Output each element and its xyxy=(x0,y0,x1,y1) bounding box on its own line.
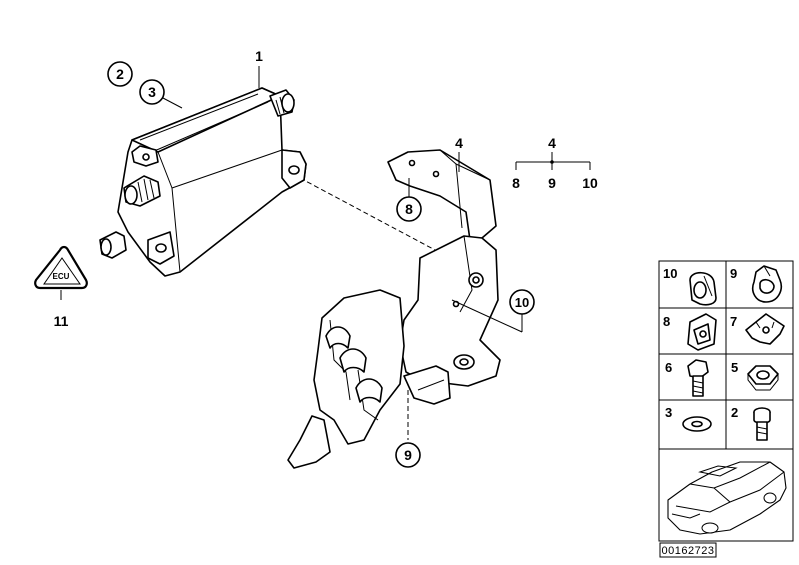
grid-cell-6: 6 xyxy=(665,359,709,397)
group-key-parent: 4 xyxy=(548,135,556,151)
control-unit-module xyxy=(99,87,451,277)
callout-10-circle xyxy=(509,289,535,315)
group-key-child-2: 9 xyxy=(548,175,556,191)
grid-cell-number: 9 xyxy=(730,266,737,281)
callout-8: 8 xyxy=(405,201,413,217)
mounting-bracket xyxy=(287,149,523,469)
warning-badge: ECU xyxy=(34,245,88,300)
grid-cell-number: 5 xyxy=(731,360,738,375)
spring-clip-icon xyxy=(745,313,785,345)
group-key: 4 8 9 10 xyxy=(512,135,598,191)
grid-cell-5: 5 xyxy=(731,360,779,391)
grid-cell-2: 2 xyxy=(731,405,771,441)
grid-cell-number: 7 xyxy=(730,314,737,329)
callout-11: 11 xyxy=(54,313,69,329)
callout-9: 9 xyxy=(404,447,412,463)
grid-cell-number: 10 xyxy=(663,266,677,281)
group-key-child-3: 10 xyxy=(582,175,598,191)
hex-bolt-icon xyxy=(687,359,709,397)
washer-icon xyxy=(682,416,712,432)
socket-screw-icon xyxy=(753,407,771,441)
callout-9-circle xyxy=(395,442,421,468)
grid-cell-8: 8 xyxy=(663,313,717,351)
hex-nut-icon xyxy=(747,365,779,391)
car-sedan-icon xyxy=(667,461,787,535)
cable-holder-icon xyxy=(751,265,782,303)
clip-nut-icon xyxy=(687,313,717,351)
callout-4: 4 xyxy=(455,135,463,151)
grid-cell-number: 6 xyxy=(665,360,672,375)
grid-cell-7: 7 xyxy=(730,313,785,345)
grid-cell-number: 8 xyxy=(663,314,670,329)
callout-3-circle xyxy=(139,79,165,105)
grid-cell-10: 10 xyxy=(663,266,717,306)
callout-2-circle xyxy=(107,61,133,87)
grid-cell-9: 9 xyxy=(730,265,782,303)
grid-cell-number: 2 xyxy=(731,405,738,420)
group-key-child-1: 8 xyxy=(512,175,520,191)
grid-cell-3: 3 xyxy=(665,405,712,432)
callout-1: 1 xyxy=(255,48,263,64)
callout-3: 3 xyxy=(148,84,156,100)
cable-clip-icon xyxy=(689,271,717,306)
warning-badge-text: ECU xyxy=(53,272,70,281)
parts-grid: 10 9 8 7 xyxy=(658,260,794,558)
callout-2: 2 xyxy=(116,66,124,82)
reference-number: 00162723 xyxy=(662,545,715,557)
callout-10: 10 xyxy=(515,295,529,310)
callouts: 1 2 3 4 8 10 9 11 xyxy=(54,48,535,468)
grid-cell-number: 3 xyxy=(665,405,672,420)
